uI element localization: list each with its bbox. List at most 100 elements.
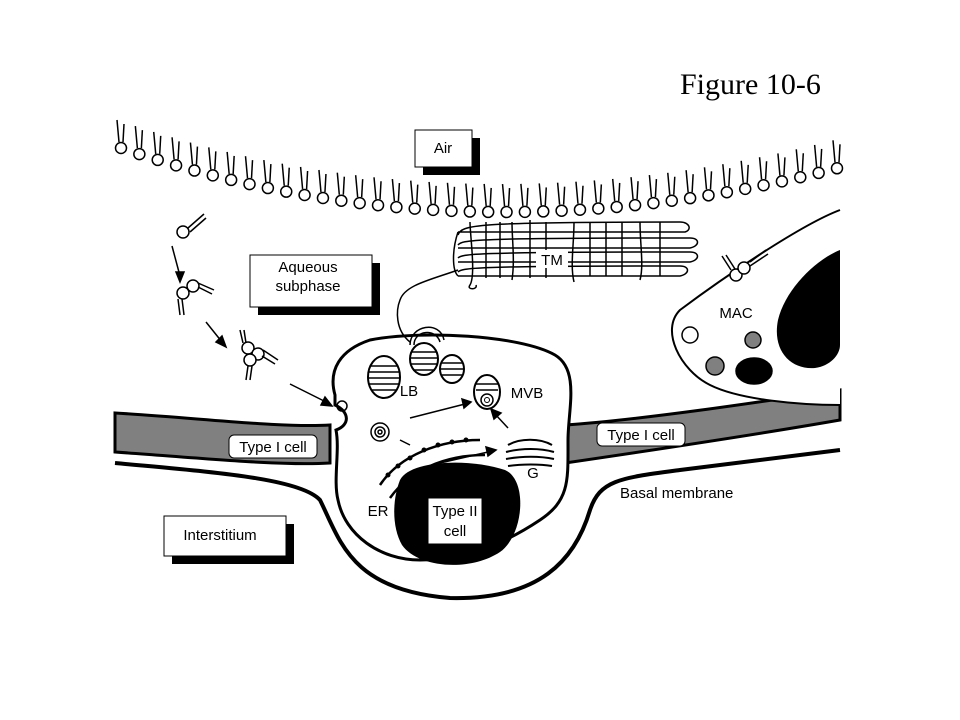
lipid-head	[518, 205, 532, 219]
lipid-tail	[318, 169, 322, 193]
tm-label: TM	[541, 252, 563, 269]
lipid-tail	[746, 164, 749, 183]
lipid-head	[812, 166, 825, 180]
lipid-tail	[691, 174, 694, 193]
lipid-tail	[611, 178, 616, 202]
lipid-head	[243, 177, 256, 191]
lipid-tail	[465, 183, 469, 206]
free-surfactant	[176, 213, 279, 381]
lipid-tail	[250, 160, 254, 179]
lipid-head	[316, 191, 330, 205]
lipid-tail	[171, 137, 175, 160]
lipid-head	[169, 159, 183, 172]
lipid-head	[279, 185, 293, 198]
lb-label: LB	[400, 383, 418, 400]
lipid-tail	[226, 151, 230, 174]
g-label: G	[527, 465, 539, 482]
lamellar-body-small	[439, 354, 465, 384]
mvb-label: MVB	[511, 385, 544, 402]
lipid-head	[683, 191, 697, 205]
lipid-tail	[342, 176, 346, 195]
lipid-head	[794, 171, 807, 184]
interstitium-label: Interstitium	[183, 527, 256, 544]
lipid-tail	[819, 148, 823, 167]
lipid-tail	[116, 119, 120, 143]
lipid-head	[133, 147, 146, 161]
lipid-head	[390, 200, 403, 214]
lipid-tail	[648, 175, 653, 198]
mac-label: MAC	[719, 305, 753, 322]
lipid-head	[573, 203, 587, 216]
lipid-head	[445, 204, 458, 218]
transport-arrows	[171, 245, 509, 464]
tm-label-bg	[536, 250, 568, 268]
basal-membrane-label: Basal membrane	[620, 485, 733, 502]
macrophage-nucleus	[776, 250, 840, 369]
lipid-head	[537, 205, 550, 218]
type-i-cell-right-box: Type I cell	[596, 422, 686, 447]
lipid-tail	[158, 135, 162, 154]
lipid-tail	[189, 142, 194, 165]
figure-title: Figure 10-6	[680, 68, 821, 101]
type-ii-label-box	[427, 497, 483, 545]
type-i-cell-left-label: Type I cell	[239, 439, 307, 456]
lipid-tail	[214, 151, 217, 170]
lipid-tail	[777, 153, 781, 176]
lipid-head	[481, 205, 495, 219]
interstitium-box: Interstitium	[163, 515, 294, 564]
lipid-head	[408, 202, 421, 215]
lipid-tail	[703, 167, 708, 190]
lipid-head	[353, 196, 366, 210]
lipid-tail	[758, 157, 763, 180]
lipid-tail	[244, 156, 249, 179]
lamellar-body-secreting	[409, 326, 445, 376]
lipid-tail	[581, 185, 584, 204]
lipid-tail	[434, 185, 437, 204]
endocytic-vesicle	[336, 400, 390, 442]
aqueous-label-line1: Aqueous	[278, 259, 337, 276]
lamellar-body	[367, 355, 401, 399]
lipid-tail	[409, 180, 414, 203]
air-box: Air	[414, 129, 480, 175]
lipid-tail	[562, 186, 566, 205]
lipid-head	[592, 202, 605, 215]
lipid-tail	[397, 183, 401, 202]
lipid-tail	[556, 182, 561, 205]
type-i-cell-left-box: Type I cell	[228, 434, 318, 459]
lipid-tail	[140, 130, 144, 149]
lipid-tail	[728, 168, 731, 187]
lipid-tail	[617, 182, 621, 201]
lipid-tail	[415, 184, 419, 203]
lipid-tail	[373, 177, 377, 200]
aqueous-subphase-box: Aqueous subphase	[249, 254, 380, 315]
lipid-tail	[134, 126, 139, 149]
tubular-myelin	[452, 220, 699, 290]
lipid-head	[188, 164, 201, 177]
lipid-tail	[520, 183, 524, 206]
multivesicular-body	[473, 374, 501, 410]
lipid-head	[114, 141, 128, 155]
type-ii-label-line1: Type II	[432, 503, 477, 520]
lipid-tail	[722, 164, 726, 187]
lipid-tail	[507, 187, 511, 207]
lipid-tail	[428, 181, 432, 204]
type-ii-label-line2: cell	[444, 523, 467, 540]
lipid-tail	[667, 172, 671, 195]
surfactant-monolayer	[114, 119, 844, 219]
lipid-head	[224, 173, 238, 187]
er-label: ER	[368, 503, 389, 520]
lipid-tail	[177, 141, 180, 160]
lipid-tail	[379, 181, 382, 200]
lipid-tail	[299, 166, 304, 190]
lipid-tail	[783, 157, 786, 176]
lipid-tail	[281, 163, 285, 186]
lipid-tail	[673, 176, 676, 195]
tm-connection	[396, 269, 459, 343]
lipid-tail	[489, 187, 492, 206]
lipid-tail	[360, 179, 364, 198]
golgi	[505, 438, 555, 467]
lipid-tail	[122, 123, 125, 143]
lipid-head	[702, 189, 715, 202]
lipid-head	[665, 194, 679, 208]
